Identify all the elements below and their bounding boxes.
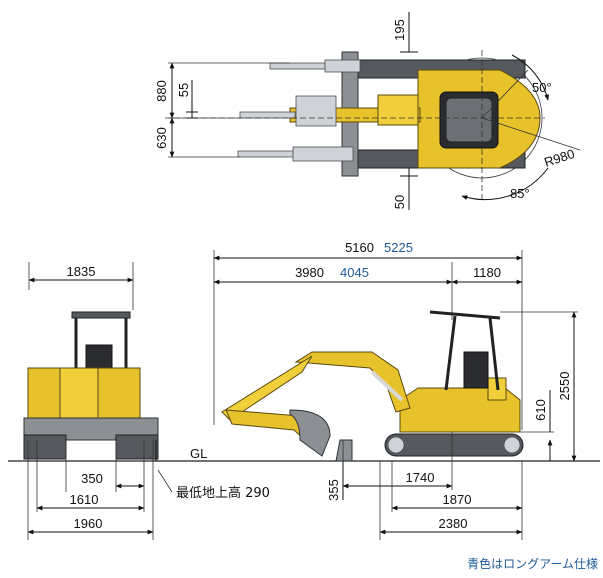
dim-r980: R980 (542, 146, 576, 170)
arm-rod-center (239, 111, 296, 119)
radius-line-r980 (481, 117, 581, 151)
dim-5225-long-arm: 5225 (384, 240, 413, 255)
angle-arc-85 (461, 167, 549, 201)
dim-5160: 5160 (345, 240, 374, 255)
dim-1835: 1835 (67, 264, 96, 279)
dim-195: 195 (392, 19, 407, 41)
dim-355: 355 (326, 479, 341, 501)
swing-bracket-top (377, 94, 419, 126)
cab-roof-top (445, 97, 493, 143)
dim-630: 630 (154, 127, 169, 149)
dim-350: 350 (81, 471, 103, 486)
angle-50: 50° (532, 80, 552, 95)
ground-clearance-label: 最低地上高 290 (176, 485, 270, 501)
dim-1870: 1870 (443, 492, 472, 507)
gl-label: GL (190, 446, 207, 461)
dim-55: 55 (176, 83, 191, 97)
track-right-front (115, 434, 159, 460)
angle-85: 85° (510, 186, 530, 201)
dim-610: 610 (533, 399, 548, 421)
angle-arc-50 (511, 54, 549, 101)
cyl-upper (324, 59, 361, 73)
top-view: 195 880 630 55 50 50° R980 85° (154, 12, 581, 210)
front-view: 1835 GL 350 1610 1960 最低地上高 290 (8, 262, 600, 540)
dim-1960: 1960 (74, 516, 103, 531)
seat-side (463, 351, 489, 389)
side-view: 5160 5225 3980 4045 1180 2550 610 (213, 240, 578, 540)
boom-side (294, 351, 411, 413)
long-arm-legend: 青色はロングアーム仕様 (467, 557, 598, 571)
track-left-front (23, 434, 67, 460)
dim-1610: 1610 (70, 492, 99, 507)
bucket-top (295, 95, 337, 127)
dim-3980: 3980 (295, 265, 324, 280)
dim-2380: 2380 (439, 516, 468, 531)
canopy-roof-side (429, 310, 501, 320)
cyl-lower (292, 146, 354, 162)
track-side (384, 433, 524, 457)
dim-880: 880 (154, 80, 169, 102)
dim-1740: 1740 (406, 470, 435, 485)
canopy-front (71, 311, 131, 319)
bucket-side (289, 409, 331, 457)
arm-rod-upper (269, 62, 326, 70)
arm-rod-lower (237, 150, 294, 158)
dim-2550: 2550 (557, 372, 572, 401)
dim-50: 50 (392, 195, 407, 209)
dim-1180: 1180 (473, 265, 501, 280)
blade-side (335, 439, 353, 462)
dim-4045-long-arm: 4045 (340, 265, 369, 280)
